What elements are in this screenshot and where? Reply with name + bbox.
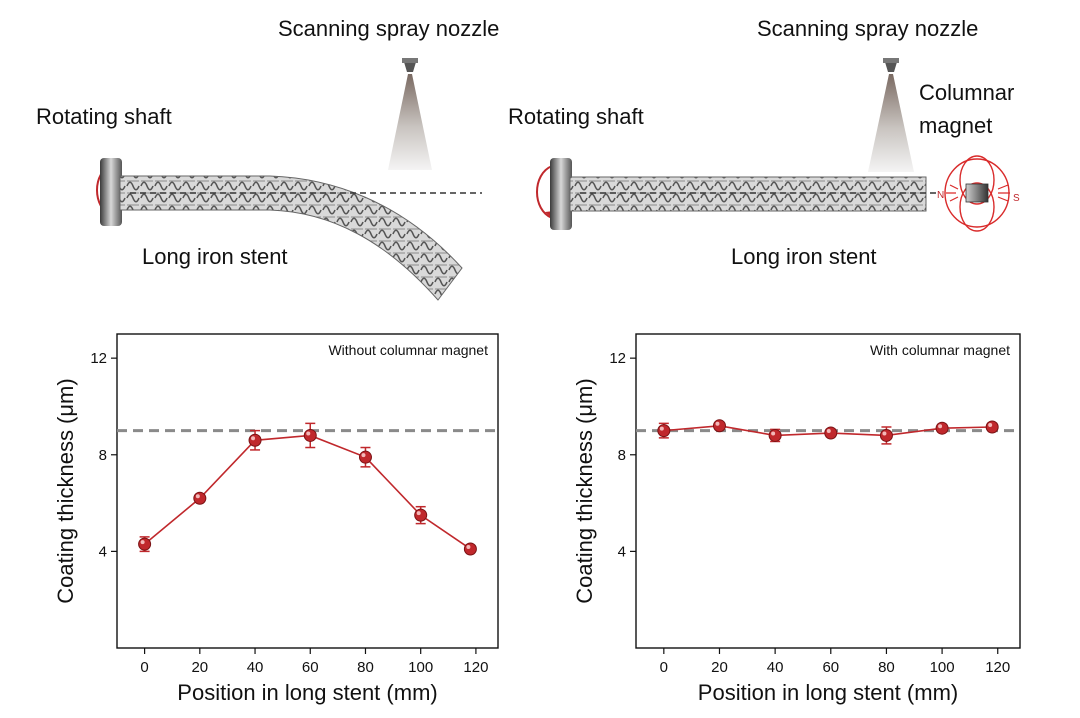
plot-frame [116, 333, 499, 649]
right-stent-label: Long iron stent [731, 244, 877, 269]
x-tick-label: 40 [247, 659, 264, 676]
x-tick-label: 100 [930, 659, 955, 676]
data-point-highlight [771, 431, 776, 436]
data-point [935, 421, 949, 435]
left-shaft-label: Rotating shaft [36, 104, 172, 129]
data-point [824, 426, 838, 440]
left-illustration: Scanning spray nozzle Rotating shaft Lon… [36, 16, 499, 301]
left-stent-label: Long iron stent [142, 244, 288, 269]
right-illustration: Scanning spray nozzle Rotating shaft Col… [508, 16, 1020, 269]
x-axis-title: Position in long stent (mm) [177, 680, 437, 705]
data-point-highlight [938, 424, 943, 429]
data-point [358, 450, 372, 464]
x-tick-label: 80 [878, 659, 895, 676]
data-point-highlight [715, 421, 720, 426]
right-spray-nozzle [868, 58, 914, 172]
y-axis-title: Coating thickness (μm) [53, 378, 78, 603]
columnar-magnet-icon: N S [937, 155, 1020, 232]
data-point [879, 428, 893, 442]
data-point [657, 424, 671, 438]
data-point [138, 537, 152, 551]
x-tick-label: 40 [767, 659, 784, 676]
y-tick-label: 4 [618, 543, 626, 560]
magnet-pole-s: S [1013, 193, 1020, 204]
y-tick-label: 4 [99, 543, 107, 560]
data-point-highlight [466, 544, 471, 549]
plot-frame [635, 333, 1021, 649]
x-tick-label: 0 [660, 659, 668, 676]
x-tick-label: 120 [463, 659, 488, 676]
y-tick-label: 8 [618, 447, 626, 464]
data-point [303, 428, 317, 442]
x-tick-label: 0 [140, 659, 148, 676]
x-tick-label: 20 [191, 659, 208, 676]
right-nozzle-label: Scanning spray nozzle [757, 16, 978, 41]
data-point [248, 433, 262, 447]
magnet-label-line1: Columnar [919, 80, 1014, 105]
data-point-highlight [306, 431, 311, 436]
x-tick-label: 120 [985, 659, 1010, 676]
data-point-highlight [195, 494, 200, 499]
x-tick-label: 100 [408, 659, 433, 676]
data-point [463, 542, 477, 556]
x-axis-title: Position in long stent (mm) [698, 680, 958, 705]
chart-annotation: Without columnar magnet [328, 342, 488, 358]
data-point-highlight [826, 429, 831, 434]
data-point [768, 428, 782, 442]
data-point [414, 508, 428, 522]
x-tick-label: 80 [357, 659, 374, 676]
data-point-highlight [988, 422, 993, 427]
left-spray-nozzle [388, 58, 432, 170]
series-line [144, 434, 471, 550]
right-shaft-label: Rotating shaft [508, 104, 644, 129]
left-nozzle-label: Scanning spray nozzle [278, 16, 499, 41]
data-point [193, 491, 207, 505]
data-point-highlight [659, 426, 664, 431]
data-point-highlight [140, 540, 145, 545]
data-point [985, 420, 999, 434]
data-point-highlight [416, 511, 421, 516]
data-point-highlight [251, 436, 256, 441]
data-point-highlight [361, 453, 366, 458]
x-tick-label: 60 [302, 659, 319, 676]
x-tick-label: 20 [711, 659, 728, 676]
x-tick-label: 60 [822, 659, 839, 676]
chart-annotation: With columnar magnet [870, 342, 1010, 358]
y-tick-label: 12 [90, 350, 107, 367]
y-axis-title: Coating thickness (μm) [572, 378, 597, 603]
magnet-label-line2: magnet [919, 113, 992, 138]
y-tick-label: 8 [99, 447, 107, 464]
y-tick-label: 12 [609, 350, 626, 367]
data-point [712, 419, 726, 433]
right-straight-stent [569, 176, 927, 212]
data-point-highlight [882, 431, 887, 436]
magnet-pole-n: N [937, 190, 944, 201]
left-bent-stent [119, 175, 463, 301]
